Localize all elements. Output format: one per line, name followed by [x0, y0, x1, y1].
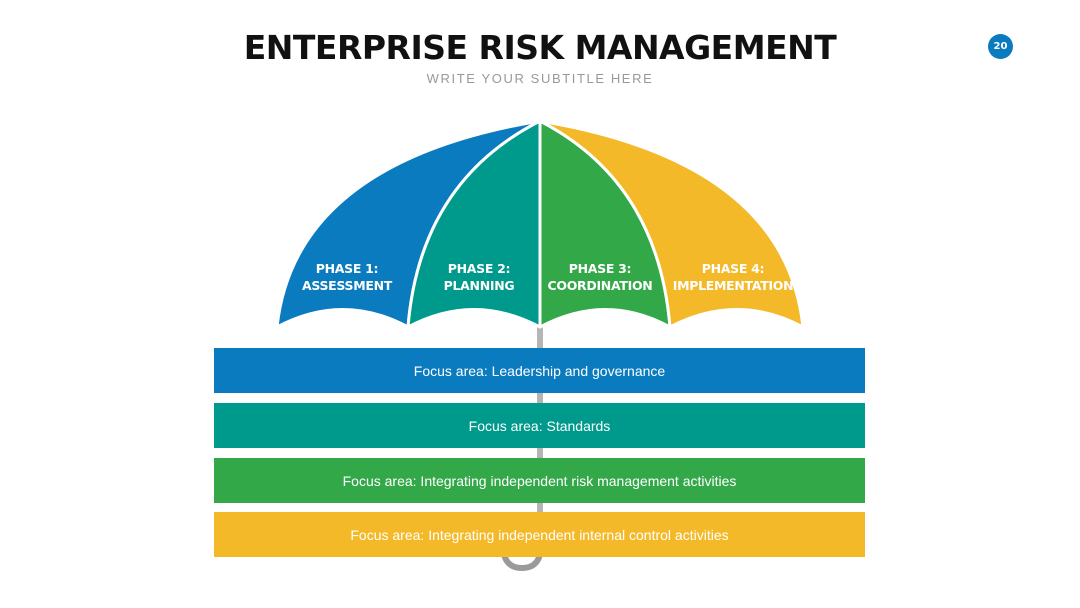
umbrella-tip [537, 118, 543, 124]
phase-4-name: IMPLEMENTATION [673, 278, 794, 293]
focus-area-bar-2: Focus area: Standards [214, 403, 865, 448]
phase-3-title: PHASE 3: [569, 261, 632, 276]
canopy-panel-2 [406, 119, 542, 329]
canopy-panel-4 [538, 119, 805, 329]
phase-4-title: PHASE 4: [702, 261, 765, 276]
focus-area-bar-3: Focus area: Integrating independent risk… [214, 458, 865, 503]
page-number-badge: 20 [988, 34, 1013, 59]
phase-2-title: PHASE 2: [448, 261, 511, 276]
focus-area-label: Focus area: Integrating independent inte… [350, 526, 729, 543]
focus-area-bar-1: Focus area: Leadership and governance [214, 348, 865, 393]
phase-3-name: COORDINATION [548, 278, 653, 293]
page-title: ENTERPRISE RISK MANAGEMENT [243, 28, 837, 67]
focus-area-label: Focus area: Integrating independent risk… [342, 472, 737, 489]
phase-2-name: PLANNING [444, 278, 515, 293]
phase-1-name: ASSESSMENT [302, 278, 393, 293]
focus-area-label: Focus area: Leadership and governance [413, 362, 666, 379]
page-subtitle: WRITE YOUR SUBTITLE HERE [426, 71, 654, 86]
phase-1-title: PHASE 1: [316, 261, 379, 276]
focus-area-bar-4: Focus area: Integrating independent inte… [214, 512, 865, 557]
focus-area-label: Focus area: Standards [468, 417, 611, 434]
